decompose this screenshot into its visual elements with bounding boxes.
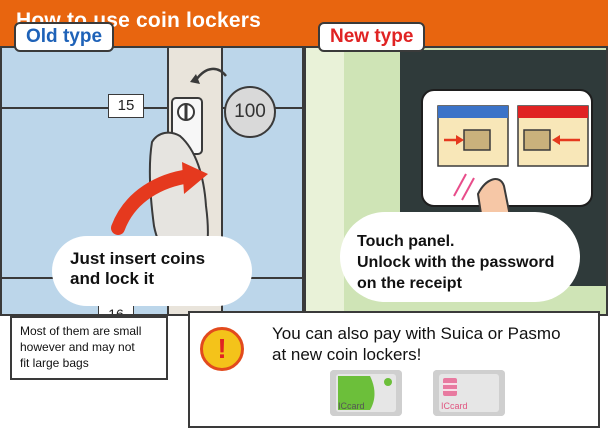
- old-caption-line-2: and lock it: [70, 269, 155, 288]
- old-caption-bubble: [52, 236, 252, 306]
- warning-icon: !: [200, 327, 244, 371]
- size-note: Most of them are small however and may n…: [10, 316, 168, 380]
- suica-card-label: ICcard: [338, 401, 365, 411]
- payment-message: You can also pay with Suica or Pasmo at …: [272, 323, 561, 365]
- coin-value: 100: [234, 101, 266, 122]
- door-number-top: 15: [108, 94, 144, 118]
- new-caption-line-2: Unlock with the password: [357, 254, 555, 271]
- pasmo-card-graphic: [433, 370, 505, 416]
- old-type-label: Old type: [14, 22, 115, 52]
- note-line-1: Most of them are small: [20, 324, 142, 338]
- new-type-label: New type: [318, 22, 426, 52]
- note-line-3: fit large bags: [20, 356, 89, 370]
- coin-icon: 100: [224, 86, 276, 138]
- suica-card-graphic: [330, 370, 402, 416]
- suica-card-icon: ICcard: [330, 370, 402, 416]
- payment-line-2: at new coin lockers!: [272, 345, 422, 364]
- new-caption-bubble: [340, 212, 580, 302]
- pasmo-card-icon: ICcard: [433, 370, 505, 416]
- pasmo-card-label: ICcard: [441, 401, 468, 411]
- payment-line-1: You can also pay with Suica or Pasmo: [272, 324, 561, 343]
- note-line-2: however and may not: [20, 340, 135, 354]
- old-type-caption: Just insert coins and lock it: [70, 249, 205, 289]
- new-caption-line-1: Touch panel.: [357, 233, 455, 250]
- new-caption-line-3: on the receipt: [357, 275, 462, 292]
- ic-payment-box: ! You can also pay with Suica or Pasmo a…: [188, 311, 600, 428]
- old-caption-line-1: Just insert coins: [70, 249, 206, 268]
- new-type-caption: Touch panel. Unlock with the password on…: [357, 231, 554, 294]
